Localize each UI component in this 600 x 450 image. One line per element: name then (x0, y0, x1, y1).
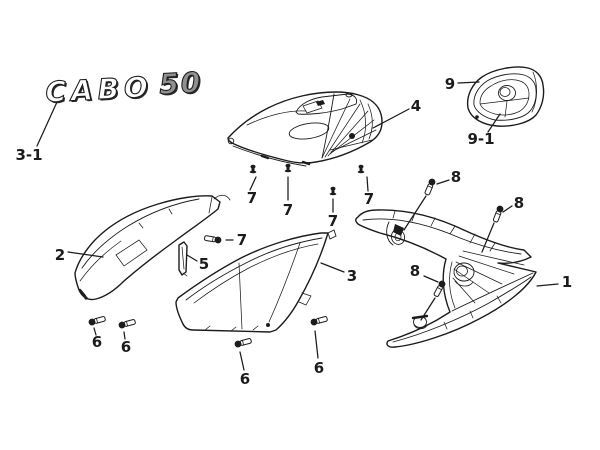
leader-6-a (93, 327, 97, 336)
bolt-8-b (491, 204, 505, 224)
bolt-6-a (87, 314, 107, 327)
callout-3: 3 (347, 267, 357, 285)
leader-3 (320, 262, 345, 273)
callout-7-b: 7 (283, 201, 293, 219)
callout-6-c: 6 (240, 370, 250, 388)
leader-3-1 (36, 101, 58, 147)
leader-2 (67, 251, 104, 258)
leader-6-b (123, 331, 126, 340)
leader-5 (186, 254, 198, 262)
callout-2: 2 (55, 246, 65, 264)
part-trim-strip-foot (182, 272, 188, 277)
part-side-cover-right-details (185, 229, 337, 332)
leader-4 (372, 108, 410, 129)
leader-6-c (239, 351, 245, 371)
leader-7-d (366, 176, 369, 192)
bolt-6-c (233, 336, 253, 349)
bolt-8-a (423, 177, 437, 197)
part-body-cover-top-details (227, 92, 377, 167)
callout-6-a: 6 (92, 333, 102, 351)
callout-9: 9 (445, 75, 455, 93)
part-trim-strip-detail (181, 246, 185, 270)
screw-7-c (329, 186, 337, 196)
screw-7-d (357, 164, 365, 174)
callout-8-c: 8 (410, 262, 420, 280)
callout-9-1: 9-1 (467, 130, 494, 148)
callout-7-side: 7 (237, 231, 247, 249)
callout-7-d: 7 (364, 190, 374, 208)
part-side-cover-right (175, 229, 337, 333)
bolt-6-b (117, 317, 137, 330)
part-trim-strip (178, 241, 188, 277)
part-side-cover-left (74, 194, 231, 301)
callout-labels: 3-1 2 5 3 4 9 9-1 1 8 8 8 7 7 7 7 7 6 6 … (15, 75, 572, 388)
leader-9-1 (487, 113, 501, 133)
part-rear-carrier-details (362, 210, 534, 343)
callout-3-1: 3-1 (15, 146, 42, 164)
callout-8-b: 8 (514, 194, 524, 212)
leader-lines (36, 81, 559, 371)
bolt-7-side (203, 234, 223, 245)
callout-7-c: 7 (328, 212, 338, 230)
screw-7-a (249, 164, 257, 174)
attach-8-b (481, 222, 495, 253)
callout-8-a: 8 (451, 168, 461, 186)
screw-7-b (284, 163, 292, 173)
leader-7-a (249, 176, 257, 191)
bolt-6-d (309, 314, 329, 327)
part-tail-cover (466, 66, 545, 127)
logo-model-shadow: 50 (160, 67, 205, 102)
callout-1: 1 (562, 273, 572, 291)
callout-4: 4 (411, 97, 421, 115)
logo-brand-text: CABO (45, 70, 154, 109)
logo-model-text: 50 (158, 66, 203, 101)
leader-1 (536, 283, 559, 287)
callout-6-d: 6 (314, 359, 324, 377)
leader-6-d (314, 330, 319, 359)
callout-5: 5 (199, 255, 209, 273)
logo-decal: CABO CABO 50 50 (44, 65, 205, 111)
part-side-cover-left-details (78, 194, 231, 300)
leader-8-b (502, 205, 513, 213)
logo-brand-shadow: CABO (46, 72, 155, 111)
attach-8-c (420, 297, 436, 321)
callout-6-b: 6 (121, 338, 131, 356)
part-rear-carrier (355, 209, 537, 348)
part-tail-cover-details (473, 71, 537, 121)
leader-9 (457, 81, 480, 84)
attach-8-a (403, 195, 427, 231)
leader-8-c (423, 275, 439, 283)
leader-8-a (436, 179, 450, 185)
callout-7-a: 7 (247, 189, 257, 207)
part-body-cover-top (227, 91, 383, 167)
